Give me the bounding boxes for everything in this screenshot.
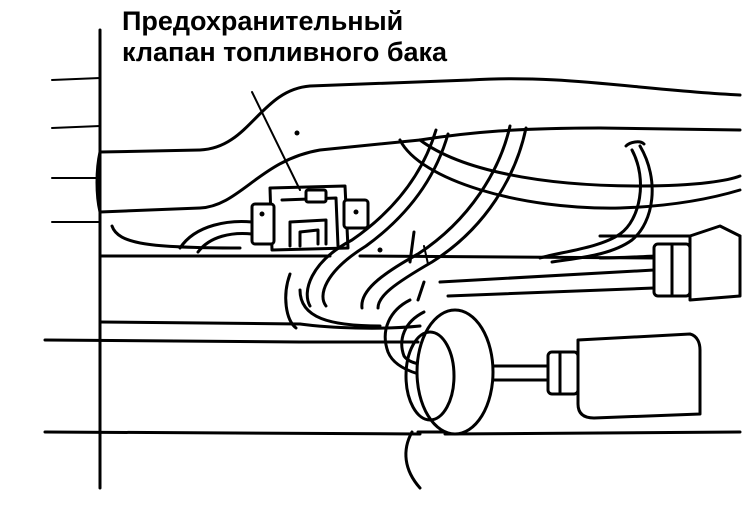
caption-line-1: Предохранительный — [122, 6, 404, 36]
caption-line-2: клапан топливного бака — [122, 37, 448, 67]
valve-caption: Предохранительный клапан топливного бака — [122, 6, 447, 68]
safety-valve — [178, 184, 370, 254]
valve-leader-line — [251, 91, 301, 191]
left-frame — [51, 28, 102, 490]
fuel-tank-body — [398, 138, 742, 210]
fuel-line-3 — [538, 140, 654, 264]
hose-fitting-lower — [546, 332, 702, 420]
fuel-line-1 — [305, 128, 450, 308]
clip-rod — [377, 230, 429, 265]
fuel-tank-neck — [298, 280, 495, 490]
hose-fitting-upper — [438, 224, 742, 302]
